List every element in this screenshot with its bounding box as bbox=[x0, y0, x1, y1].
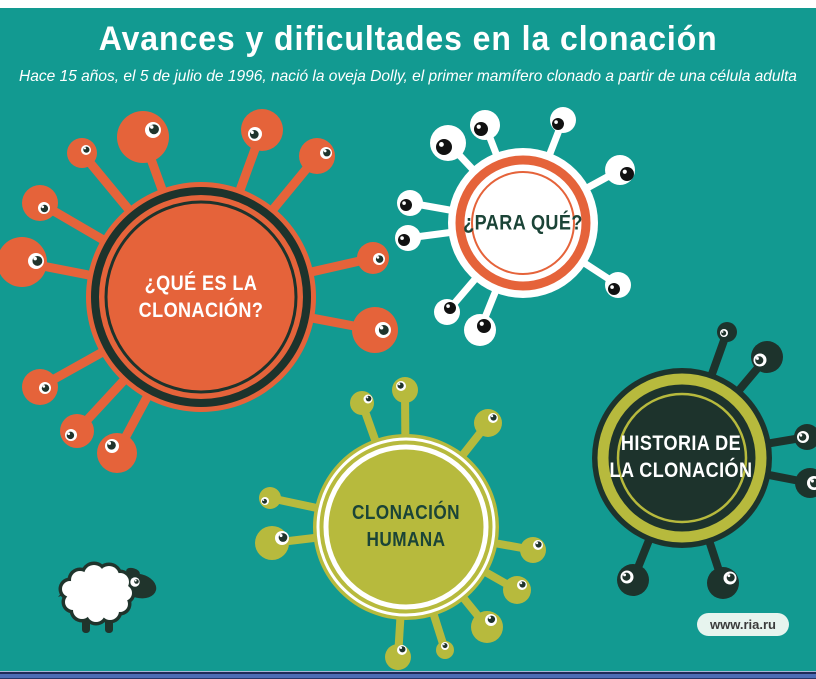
cell-ring bbox=[323, 444, 489, 610]
eye-highlight bbox=[399, 646, 403, 650]
page-subtitle: Hace 15 años, el 5 de julio de 1996, nac… bbox=[19, 68, 797, 85]
satellite-node bbox=[503, 576, 531, 604]
eye-pupil bbox=[400, 199, 412, 211]
eye-highlight bbox=[250, 130, 254, 134]
eye-highlight bbox=[323, 149, 327, 153]
eye-pupil bbox=[436, 139, 452, 155]
cell-humana-disc[interactable] bbox=[313, 434, 499, 620]
eye-highlight bbox=[756, 357, 759, 360]
eye-highlight bbox=[610, 285, 614, 289]
eye-highlight bbox=[376, 256, 380, 259]
eye-highlight bbox=[41, 205, 45, 209]
eye-highlight bbox=[488, 616, 492, 619]
eye-highlight bbox=[279, 534, 283, 538]
cell-que-es-label[interactable]: ¿QUÉ ES LA CLONACIÓN? bbox=[138, 272, 264, 322]
satellite-node bbox=[520, 537, 546, 563]
eye-highlight bbox=[491, 415, 494, 418]
cell-humana-graphic bbox=[255, 377, 546, 670]
eye-pupil bbox=[444, 302, 456, 314]
eye-highlight bbox=[67, 432, 71, 436]
eye-highlight bbox=[443, 643, 445, 646]
cell-historia-graphic bbox=[592, 322, 816, 599]
cell-ring bbox=[91, 187, 311, 407]
eye-highlight bbox=[727, 574, 731, 578]
sheep-icon bbox=[58, 561, 157, 633]
cell-humana-label[interactable]: CLONACIÓN HUMANA bbox=[351, 502, 461, 551]
satellite-node bbox=[60, 414, 94, 448]
cell-que-es-graphic bbox=[0, 109, 398, 473]
eye-highlight bbox=[108, 441, 112, 445]
satellite-node bbox=[117, 111, 169, 163]
satellite-node bbox=[474, 409, 502, 437]
site-link-badge[interactable]: www.ria.ru bbox=[697, 613, 789, 636]
satellite-node bbox=[350, 391, 374, 415]
cell-que-es-disc[interactable] bbox=[86, 182, 316, 412]
eye-highlight bbox=[446, 304, 450, 308]
eye-highlight bbox=[721, 331, 724, 333]
eye-highlight bbox=[33, 256, 37, 261]
eye-highlight bbox=[83, 147, 87, 150]
eye-highlight bbox=[366, 396, 369, 399]
eye-highlight bbox=[398, 383, 401, 386]
eye-highlight bbox=[476, 124, 481, 129]
cell-ring bbox=[104, 200, 298, 394]
eye-highlight bbox=[42, 385, 46, 388]
cell-para-que-graphic bbox=[395, 107, 635, 346]
eye-highlight bbox=[400, 236, 404, 240]
eye-highlight bbox=[439, 142, 444, 147]
satellite-node bbox=[259, 487, 281, 509]
eye-highlight bbox=[622, 169, 627, 174]
eye-highlight bbox=[379, 326, 384, 330]
satellite-node bbox=[392, 377, 418, 403]
satellite-node bbox=[0, 237, 47, 287]
eye-highlight bbox=[623, 573, 627, 577]
satellite-node bbox=[357, 242, 389, 274]
page-title: Avances y dificultades en la clonación bbox=[98, 20, 718, 58]
cell-ring bbox=[316, 437, 496, 617]
eye-pupil bbox=[552, 118, 564, 130]
eye-highlight bbox=[262, 499, 265, 502]
satellite-node bbox=[97, 433, 137, 473]
top-white-strip bbox=[0, 0, 816, 8]
cell-ring bbox=[471, 171, 575, 275]
cell-para-que-disc[interactable] bbox=[448, 148, 598, 298]
satellite-node bbox=[241, 109, 283, 151]
eye-highlight bbox=[810, 479, 814, 483]
eye-highlight bbox=[536, 542, 539, 545]
eye-pupil bbox=[477, 319, 491, 333]
bottom-border-bar bbox=[0, 671, 816, 679]
satellite-node bbox=[795, 468, 816, 498]
eye-highlight bbox=[520, 582, 523, 585]
eye-highlight bbox=[554, 120, 558, 124]
cell-historia-label[interactable]: HISTORIA DE LA CLONACIÓN bbox=[609, 432, 753, 482]
eye-pupil bbox=[398, 234, 410, 246]
cell-ring bbox=[616, 392, 748, 524]
eye-highlight bbox=[402, 201, 406, 205]
cell-ring bbox=[597, 373, 767, 543]
satellite-node bbox=[707, 567, 739, 599]
eye-highlight bbox=[150, 125, 154, 129]
eye-highlight bbox=[479, 321, 484, 326]
eye-pupil bbox=[608, 283, 620, 295]
satellite-node bbox=[22, 185, 58, 221]
eye-highlight bbox=[799, 434, 803, 437]
cell-ring bbox=[455, 155, 591, 291]
eye-pupil bbox=[620, 167, 634, 181]
cell-para-que-label[interactable]: ¿PARA QUÉ? bbox=[463, 211, 583, 235]
eye-pupil bbox=[474, 122, 488, 136]
